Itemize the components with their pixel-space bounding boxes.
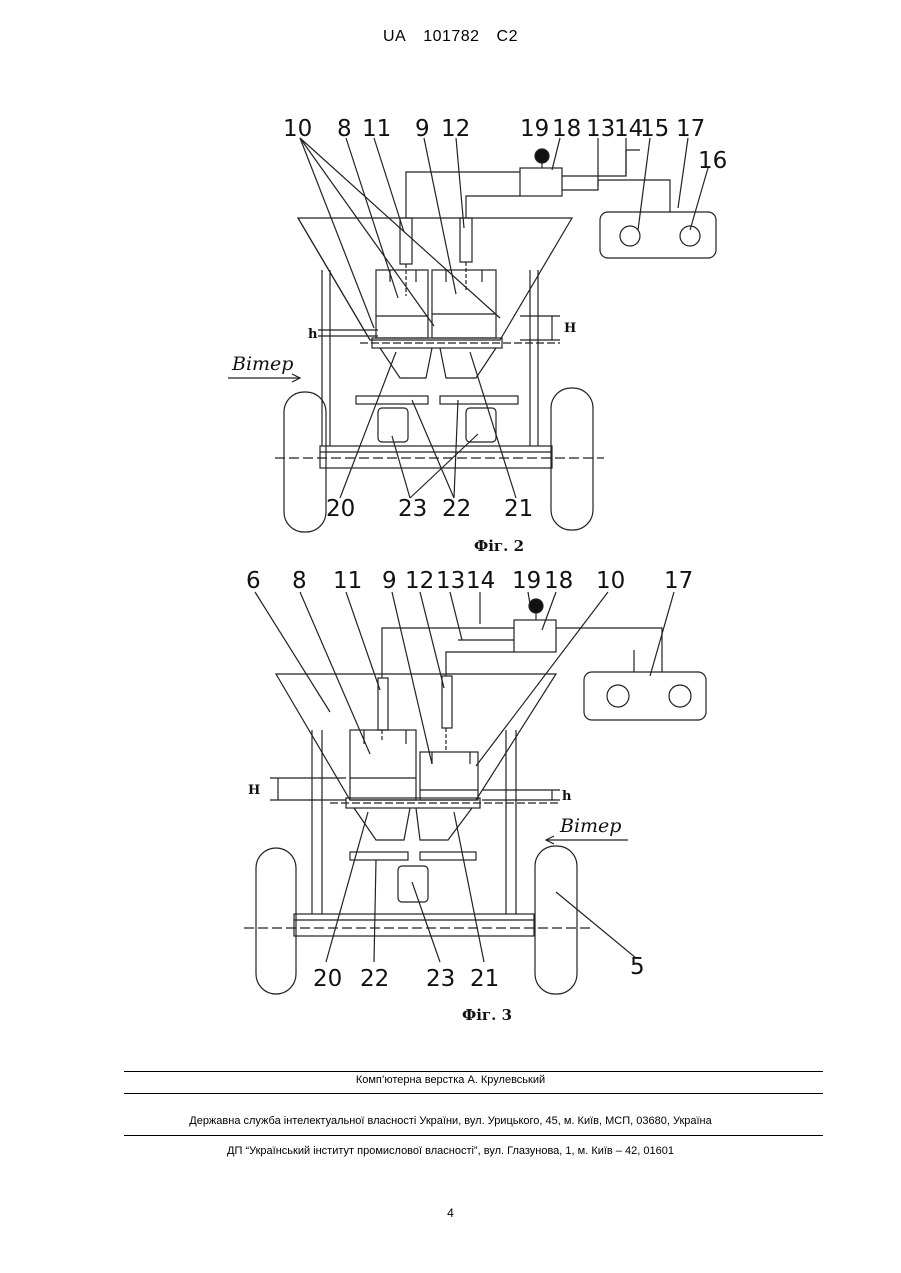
- fig2-label-23: 23: [398, 496, 427, 522]
- header-number: 101782: [423, 28, 479, 45]
- fig3-label-12: 12: [405, 568, 434, 594]
- fig3-label-8: 8: [292, 568, 307, 594]
- control-box-17: [584, 672, 706, 720]
- fig2-label-16: 16: [698, 148, 727, 174]
- header-kind: C2: [497, 28, 518, 45]
- fig2-label-19: 19: [520, 116, 549, 142]
- fig2-label-20: 20: [326, 496, 355, 522]
- right-wheel: [535, 846, 577, 994]
- fig2-dim-H: H: [564, 321, 576, 336]
- left-wheel: [256, 848, 296, 994]
- footer-divider-3: [124, 1135, 823, 1136]
- fig3-label-23: 23: [426, 966, 455, 992]
- footer-institute: ДП “Український інститут промислової вла…: [0, 1145, 901, 1157]
- footer-divider-2: [124, 1093, 823, 1094]
- fig3-label-22: 22: [360, 966, 389, 992]
- disc-left: [350, 852, 408, 860]
- fig2-label-14: 14: [614, 116, 643, 142]
- fig3-label-13: 13: [436, 568, 465, 594]
- disc-left: [356, 396, 428, 404]
- fig2-label-22: 22: [442, 496, 471, 522]
- fig3-label-21: 21: [470, 966, 499, 992]
- fig2-label-11: 11: [362, 116, 391, 142]
- fig2-dim-h: h: [308, 327, 318, 342]
- fig2-wind-label: Вітер: [231, 353, 293, 375]
- fig2-caption: Фіг. 2: [474, 537, 524, 555]
- right-wheel: [551, 388, 593, 530]
- fig3-label-6: 6: [246, 568, 261, 594]
- disc-right: [420, 852, 476, 860]
- controller-18: [514, 620, 556, 652]
- axle-beam: [294, 914, 534, 936]
- fig2-label-13: 13: [586, 116, 615, 142]
- controller-18: [520, 168, 562, 196]
- fig3-label-10: 10: [596, 568, 625, 594]
- gate-right: [432, 270, 496, 338]
- gate-right: [420, 752, 478, 800]
- fig3-label-18: 18: [544, 568, 573, 594]
- patent-header: UA 101782 C2: [0, 28, 901, 46]
- fig2-label-21: 21: [504, 496, 533, 522]
- fig3-wind-label: Вітер: [559, 815, 621, 837]
- figure-3-drawing: 6 8 11 9 12 13 14 19 18 10 17 5 20 22 23…: [0, 560, 901, 1030]
- fig2-label-15: 15: [640, 116, 669, 142]
- footer-layout: Комп’ютерна верстка А. Крулевський: [0, 1074, 901, 1086]
- fig2-label-8: 8: [337, 116, 352, 142]
- fig3-caption: Фіг. 3: [462, 1006, 512, 1024]
- fig3-label-20: 20: [313, 966, 342, 992]
- fig2-label-17: 17: [676, 116, 705, 142]
- footer-agency: Державна служба інтелектуальної власност…: [0, 1115, 901, 1127]
- fig3-label-11: 11: [333, 568, 362, 594]
- fig2-label-18: 18: [552, 116, 581, 142]
- motor-left: [378, 408, 408, 442]
- page-number: 4: [0, 1206, 901, 1220]
- actuator-11: [378, 678, 388, 730]
- fig3-label-19: 19: [512, 568, 541, 594]
- fig2-label-9: 9: [415, 116, 430, 142]
- figure-2-drawing: 10 8 11 9 12 19 18 13 14 15 17 16 20 23 …: [0, 110, 901, 560]
- header-country: UA: [383, 28, 406, 45]
- actuator-12: [460, 218, 472, 262]
- control-box-17: [600, 212, 716, 258]
- footer-divider-1: [124, 1071, 823, 1072]
- motor-right: [466, 408, 496, 442]
- disc-right: [440, 396, 518, 404]
- fig2-label-12: 12: [441, 116, 470, 142]
- fig2-label-10: 10: [283, 116, 312, 142]
- fig3-label-17: 17: [664, 568, 693, 594]
- fig3-dim-H: H: [248, 783, 260, 798]
- fig3-label-14: 14: [466, 568, 495, 594]
- fig3-label-5: 5: [630, 954, 645, 980]
- fig3-label-9: 9: [382, 568, 397, 594]
- hopper: [298, 218, 572, 340]
- fig3-dim-h: h: [562, 789, 572, 804]
